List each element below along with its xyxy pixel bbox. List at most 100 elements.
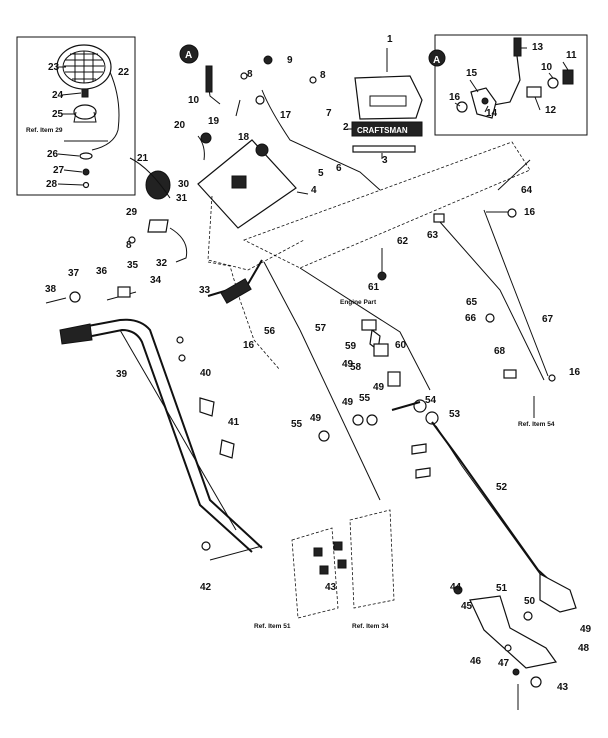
console-panel (197, 139, 309, 271)
part-number-19: 19 (208, 116, 220, 127)
part-number-37: 37 (68, 268, 80, 279)
part-number-8: 8 (247, 69, 253, 80)
part-number-68: 68 (494, 346, 506, 357)
part-number-49: 49 (310, 413, 322, 424)
engine-part-label: Engine Part (340, 299, 377, 306)
side-brackets (291, 443, 431, 619)
light-inset (16, 36, 136, 196)
part-number-49: 49 (342, 359, 354, 370)
main-a-letter: A (185, 50, 192, 61)
part-number-60: 60 (395, 340, 407, 351)
part-number-61: 61 (368, 282, 380, 293)
part-number-44: 44 (450, 582, 462, 593)
part-number-64: 64 (521, 185, 533, 196)
ref-item-29-label: Ref. Item 29 (26, 127, 63, 134)
craftsman-logo: CRAFTSMAN (357, 126, 408, 135)
part-number-22: 22 (118, 67, 130, 78)
part-number-55: 55 (291, 419, 303, 430)
part-number-23: 23 (48, 62, 60, 73)
part-number-9: 9 (287, 55, 293, 66)
part-number-63: 63 (427, 230, 439, 241)
part-number-51: 51 (496, 583, 508, 594)
part-number-38: 38 (45, 284, 57, 295)
part-number-16: 16 (569, 367, 581, 378)
part-number-49: 49 (342, 397, 354, 408)
part-number-48: 48 (578, 643, 590, 654)
part-number-21: 21 (137, 153, 149, 164)
callout-a-marker (179, 44, 199, 64)
part-number-50: 50 (524, 596, 536, 607)
part-number-10: 10 (541, 62, 553, 73)
part-number-5: 5 (318, 168, 324, 179)
part-number-2: 2 (343, 122, 349, 133)
part-number-43: 43 (557, 682, 569, 693)
part-number-35: 35 (127, 260, 139, 271)
ref-item-51-label: Ref. Item 51 (254, 623, 291, 630)
part-number-13: 13 (532, 42, 544, 53)
part-number-52: 52 (496, 482, 508, 493)
part-number-24: 24 (52, 90, 64, 101)
part-number-36: 36 (96, 266, 108, 277)
part-number-18: 18 (238, 132, 250, 143)
inset-a-letter: A (433, 55, 440, 66)
part-number-7: 7 (326, 108, 332, 119)
part-number-46: 46 (470, 656, 482, 667)
shift-linkage (207, 248, 439, 501)
drive-rod (431, 421, 577, 710)
part-number-58: 58 (350, 362, 362, 373)
part-number-30: 30 (178, 179, 190, 190)
engine-part (361, 319, 377, 331)
part-number-45: 45 (461, 601, 473, 612)
handle-panel-outline (242, 141, 531, 269)
part-number-54: 54 (425, 395, 437, 406)
ref-item-54-label: Ref. Item 54 (518, 421, 555, 428)
left-handle (45, 286, 263, 561)
ref-item-34-label: Ref. Item 34 (352, 623, 389, 630)
chute-crank-inset (428, 34, 588, 136)
part-number-11: 11 (566, 50, 577, 61)
part-number-57: 57 (315, 323, 327, 334)
part-number-16: 16 (524, 207, 536, 218)
part-number-67: 67 (542, 314, 554, 325)
part-number-12: 12 (545, 105, 557, 116)
part-number-20: 20 (174, 120, 186, 131)
chute-linkage (433, 159, 556, 418)
part-number-16: 16 (243, 340, 255, 351)
part-number-14: 14 (486, 108, 498, 119)
part-number-33: 33 (199, 285, 211, 296)
part-number-41: 41 (228, 417, 240, 428)
part-number-49: 49 (373, 382, 385, 393)
part-number-53: 53 (449, 409, 461, 420)
part-number-66: 66 (465, 313, 477, 324)
part-number-10: 10 (188, 95, 200, 106)
part-number-65: 65 (466, 297, 478, 308)
part-number-32: 32 (156, 258, 168, 269)
part-number-4: 4 (311, 185, 317, 196)
part-number-55: 55 (359, 393, 371, 404)
part-number-47: 47 (498, 658, 510, 669)
part-number-42: 42 (200, 582, 212, 593)
part-number-8: 8 (126, 240, 132, 251)
part-number-40: 40 (200, 368, 212, 379)
part-number-56: 56 (264, 326, 276, 337)
part-number-29: 29 (126, 207, 138, 218)
part-number-25: 25 (52, 109, 64, 120)
part-number-26: 26 (47, 149, 59, 160)
part-number-28: 28 (46, 179, 58, 190)
part-number-3: 3 (382, 155, 388, 166)
part-number-27: 27 (53, 165, 65, 176)
part-number-6: 6 (336, 163, 342, 174)
part-number-8: 8 (320, 70, 326, 81)
part-number-34: 34 (150, 275, 162, 286)
part-number-15: 15 (466, 68, 478, 79)
part-number-1: 1 (387, 34, 393, 45)
part-number-39: 39 (116, 369, 128, 380)
part-number-59: 59 (345, 341, 357, 352)
part-number-49: 49 (580, 624, 592, 635)
part-number-31: 31 (176, 193, 188, 204)
decal-group (347, 48, 423, 159)
part-number-62: 62 (397, 236, 409, 247)
